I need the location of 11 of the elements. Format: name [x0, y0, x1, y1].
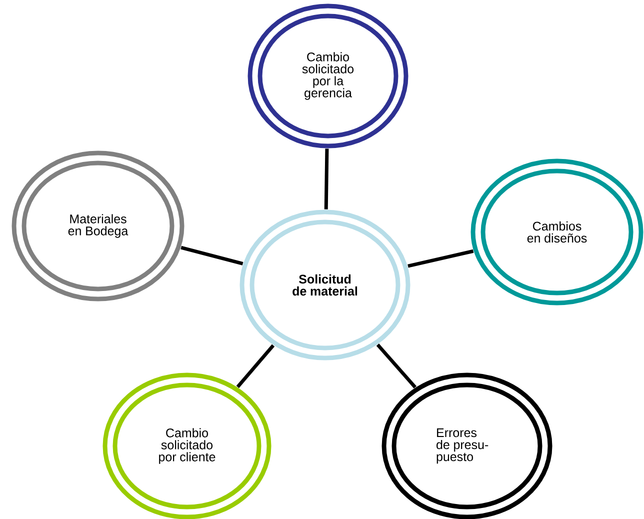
double-ring-node: Materiales en Bodega: [11, 150, 185, 302]
double-ring-node: Cambio solicitado por la gerencia: [247, 3, 409, 149]
connector-line: [236, 344, 275, 388]
connector-line: [376, 344, 417, 388]
connector-line: [408, 249, 474, 268]
double-ring-node: Solicitud de material: [239, 209, 411, 361]
double-ring-node: Errores de presu- puesto: [381, 372, 553, 519]
connector-line: [180, 246, 244, 266]
double-ring-node: Cambios en diseños: [470, 158, 644, 306]
double-ring-node: Cambio solicitado por cliente: [102, 372, 272, 519]
connector-line: [324, 148, 329, 210]
